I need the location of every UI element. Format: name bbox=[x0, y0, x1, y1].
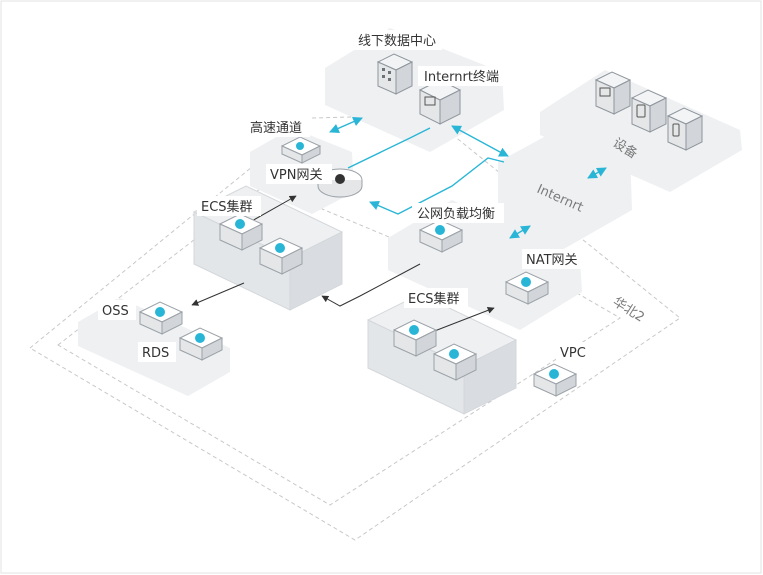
label-bg bbox=[266, 164, 332, 184]
express-connect-icon bbox=[296, 142, 304, 150]
rds-icon bbox=[195, 333, 205, 343]
oss-icon bbox=[155, 307, 165, 317]
connector-internet-to-devices bbox=[587, 167, 607, 179]
monitor-device-icon bbox=[594, 71, 632, 115]
offline-dc-zone bbox=[325, 28, 504, 152]
vpn-gateway-label: VPN网关 bbox=[270, 168, 322, 183]
ecs-cluster-2-label: ECS集群 bbox=[408, 291, 460, 307]
connector-ecs2-to-nat bbox=[431, 307, 495, 333]
ecs-cloud-icon bbox=[409, 325, 419, 335]
internet-terminal-label: Internrt终端 bbox=[424, 69, 499, 85]
nat-gateway-label: NAT网关 bbox=[526, 253, 578, 268]
rds-label: RDS bbox=[142, 346, 169, 361]
slb-icon bbox=[435, 225, 445, 235]
ecs-1-server-a bbox=[218, 213, 264, 251]
connector-terminal-to-internet bbox=[451, 125, 509, 157]
connector-internet-to-slb bbox=[509, 225, 531, 239]
ecs-cluster-1-label: ECS集群 bbox=[201, 199, 253, 215]
vpc-node bbox=[532, 363, 578, 397]
rds-node bbox=[178, 327, 224, 361]
ecs-2-server-a bbox=[392, 319, 438, 357]
vpc-label: VPC bbox=[560, 346, 586, 361]
ecs-cloud-icon bbox=[275, 243, 285, 253]
connector-vpn-to-internet bbox=[369, 157, 505, 215]
tablet-device-icon bbox=[630, 89, 668, 133]
offline-dc-label: 线下数据中心 bbox=[358, 34, 436, 49]
label-bg bbox=[98, 300, 136, 320]
express-connect-label: 高速通道 bbox=[250, 120, 302, 136]
label-bg bbox=[418, 66, 514, 86]
offline-dc-building bbox=[376, 53, 414, 95]
ecs-2-server-b bbox=[432, 343, 478, 381]
label-bg bbox=[244, 117, 310, 137]
ecs-cloud-icon bbox=[235, 219, 245, 229]
nat-gateway-node bbox=[504, 271, 550, 305]
nat-icon bbox=[521, 277, 531, 287]
express-connect-node bbox=[280, 136, 322, 164]
vpc-icon bbox=[549, 369, 559, 379]
connector-ecs1-to-vpn bbox=[249, 195, 297, 223]
ecs-cluster-2-box bbox=[366, 293, 518, 415]
label-bg bbox=[412, 203, 504, 223]
connector-vpn-to-terminal bbox=[347, 127, 431, 169]
devices-zone bbox=[540, 70, 742, 192]
internet-zone bbox=[498, 124, 632, 250]
internet-terminal-device bbox=[418, 79, 462, 125]
public-slb-node bbox=[418, 219, 464, 253]
label-bg bbox=[556, 342, 592, 362]
label-bg bbox=[352, 30, 442, 50]
ecs-cloud-icon bbox=[449, 349, 459, 359]
label-bg bbox=[404, 288, 468, 308]
connector-slb-to-ecs1 bbox=[321, 263, 421, 307]
phone-device-icon bbox=[666, 107, 704, 151]
label-bg bbox=[197, 196, 261, 216]
connector-ecs1-to-oss bbox=[191, 282, 245, 306]
devices-group bbox=[594, 71, 704, 151]
label-bg bbox=[522, 249, 584, 269]
ecs-1-server-b bbox=[258, 237, 304, 275]
oss-label: OSS bbox=[102, 304, 129, 319]
vpn-gateway-icon bbox=[335, 174, 345, 184]
connector-express-to-dc bbox=[329, 117, 363, 133]
label-bg bbox=[138, 342, 176, 362]
oss-node bbox=[138, 301, 184, 335]
region-label: 华北2 bbox=[610, 295, 647, 326]
public-slb-label: 公网负载均衡 bbox=[417, 207, 495, 222]
